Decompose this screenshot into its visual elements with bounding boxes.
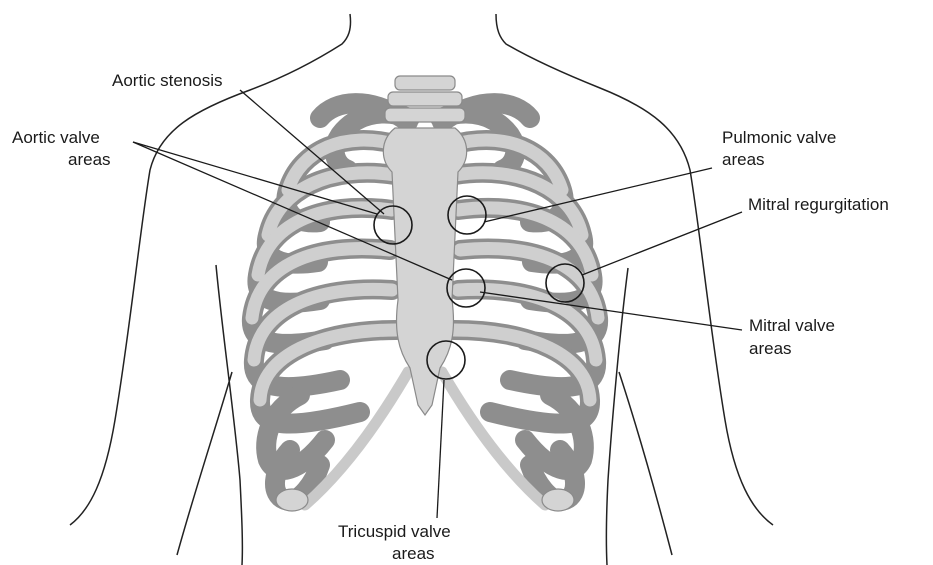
label-mitral-regurgitation: Mitral regurgitation: [748, 195, 889, 214]
label-aortic-stenosis: Aortic stenosis: [112, 71, 223, 90]
label-tricuspid-valve-line1: Tricuspid valve: [338, 522, 451, 541]
label-mitral-valve-line1: Mitral valve: [749, 316, 835, 335]
rib-tip-right: [542, 489, 574, 511]
vertebra-3: [385, 108, 465, 122]
tricuspid-valve-leader: [437, 380, 444, 518]
arm-right-outer-line: [619, 372, 672, 555]
label-mitral-valve-line2: areas: [749, 339, 792, 358]
vertebra-2: [388, 92, 462, 106]
mitral-valve-leader: [480, 292, 742, 330]
rib-tip-left: [276, 489, 308, 511]
label-tricuspid-valve-line2: areas: [392, 544, 435, 563]
label-aortic-valve-line2: areas: [68, 150, 111, 169]
mitral-regurgitation-leader: [582, 212, 742, 275]
label-aortic-valve-line1: Aortic valve: [12, 128, 100, 147]
label-pulmonic-valve-line1: Pulmonic valve: [722, 128, 836, 147]
vertebra-1: [395, 76, 455, 90]
arm-left-outer-line: [177, 372, 232, 555]
sternum: [383, 128, 466, 415]
rib-cage: [252, 76, 598, 511]
label-pulmonic-valve-line2: areas: [722, 150, 765, 169]
arm-left-inner-line: [216, 265, 242, 565]
